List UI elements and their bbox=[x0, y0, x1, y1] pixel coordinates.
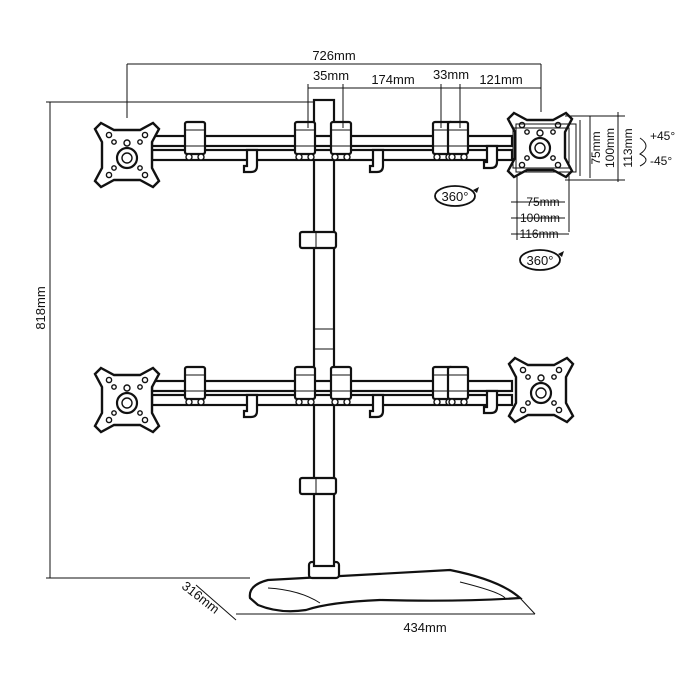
height-dimension-line bbox=[46, 101, 314, 579]
vertical-pole bbox=[298, 98, 338, 568]
vesa-plate-top-right bbox=[506, 111, 574, 179]
cable-clip-upper bbox=[298, 230, 338, 250]
vesa-h-75: 75mm bbox=[526, 195, 559, 209]
base-dimension-lines bbox=[195, 584, 536, 621]
rotate-icon-arm bbox=[434, 185, 479, 207]
arm-end-label: 121mm bbox=[479, 72, 522, 87]
rotate-icon-plate bbox=[519, 249, 564, 271]
vesa-plate-bottom-left bbox=[93, 366, 161, 434]
total-width-label: 726mm bbox=[312, 48, 355, 63]
stand-base bbox=[248, 560, 523, 613]
vesa-v-113: 113mm bbox=[621, 128, 635, 167]
pole-offset-label: 35mm bbox=[313, 68, 349, 83]
base-width-label: 434mm bbox=[403, 620, 446, 635]
base-depth-label: 316mm bbox=[179, 578, 222, 617]
vesa-h-116: 116mm bbox=[519, 227, 558, 241]
clamp-width-label: 33mm bbox=[433, 67, 469, 82]
tilt-down-label: -45° bbox=[650, 154, 672, 168]
vesa-v-75: 75mm bbox=[589, 131, 603, 164]
upper-arm-assembly bbox=[93, 111, 574, 189]
width-dimension-lines bbox=[126, 63, 542, 128]
lower-arm-assembly bbox=[93, 356, 575, 434]
vesa-h-100: 100mm bbox=[520, 211, 560, 225]
tilt-up-label: +45° bbox=[650, 129, 675, 143]
arm-segment-label: 174mm bbox=[371, 72, 414, 87]
rotation-label-plate: 360° bbox=[527, 253, 554, 268]
height-label: 818mm bbox=[33, 286, 48, 329]
rotation-label-arm: 360° bbox=[442, 189, 469, 204]
vesa-v-100: 100mm bbox=[603, 128, 617, 168]
vesa-detail bbox=[511, 112, 647, 240]
vesa-plate-bottom-right bbox=[507, 356, 575, 424]
cable-clip-lower bbox=[298, 476, 338, 496]
vesa-plate-top-left bbox=[93, 121, 161, 189]
